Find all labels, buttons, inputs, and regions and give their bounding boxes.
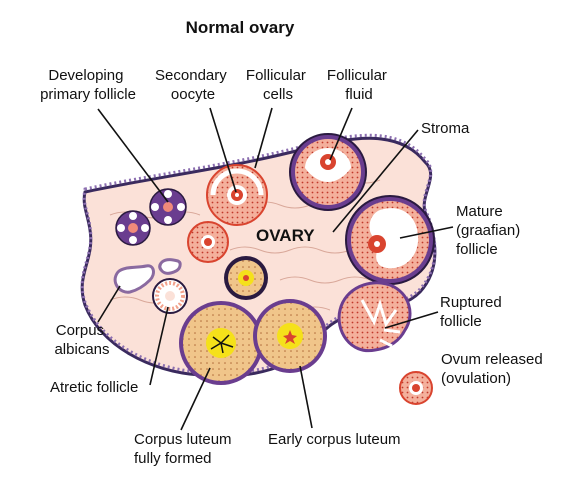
small-corpus-luteum <box>224 256 268 300</box>
label-follicular-fluid: Follicular fluid <box>327 67 391 103</box>
atretic-follicle <box>152 278 188 314</box>
label-atretic-follicle: Atretic follicle <box>50 379 138 396</box>
mature-follicle <box>345 195 435 285</box>
label-early-corpus-luteum: Early corpus luteum <box>268 431 401 448</box>
ruptured-follicle <box>337 281 412 364</box>
corpus-luteum <box>179 301 263 385</box>
label-corpus-luteum: Corpus luteum fully formed <box>134 431 236 467</box>
label-ovum-released: Ovum released (ovulation) <box>441 351 547 387</box>
primary-follicle <box>149 188 187 226</box>
antral-follicle <box>289 133 367 211</box>
released-ovum <box>399 371 433 405</box>
label-corpus-albicans: Corpus albicans <box>54 322 109 358</box>
label-secondary-oocyte: Secondary oocyte <box>155 67 231 103</box>
corpus-albicans <box>113 258 182 294</box>
page-title: Normal ovary <box>186 18 295 37</box>
secondary-follicle <box>206 164 268 226</box>
secondary-follicle <box>187 221 229 263</box>
ovary-center-label: OVARY <box>256 226 315 245</box>
ovary-epithelium <box>80 133 437 375</box>
label-follicular-cells: Follicular cells <box>246 67 310 103</box>
label-developing-primary-follicle: Developing primary follicle <box>40 67 136 103</box>
label-mature-follicle: Mature (graafian) follicle <box>456 203 524 258</box>
leader-lines <box>97 107 454 431</box>
early-corpus-luteum <box>253 299 327 373</box>
label-ruptured-follicle: Ruptured follicle <box>440 294 506 330</box>
label-stroma: Stroma <box>421 120 470 137</box>
primary-follicle <box>115 210 151 246</box>
